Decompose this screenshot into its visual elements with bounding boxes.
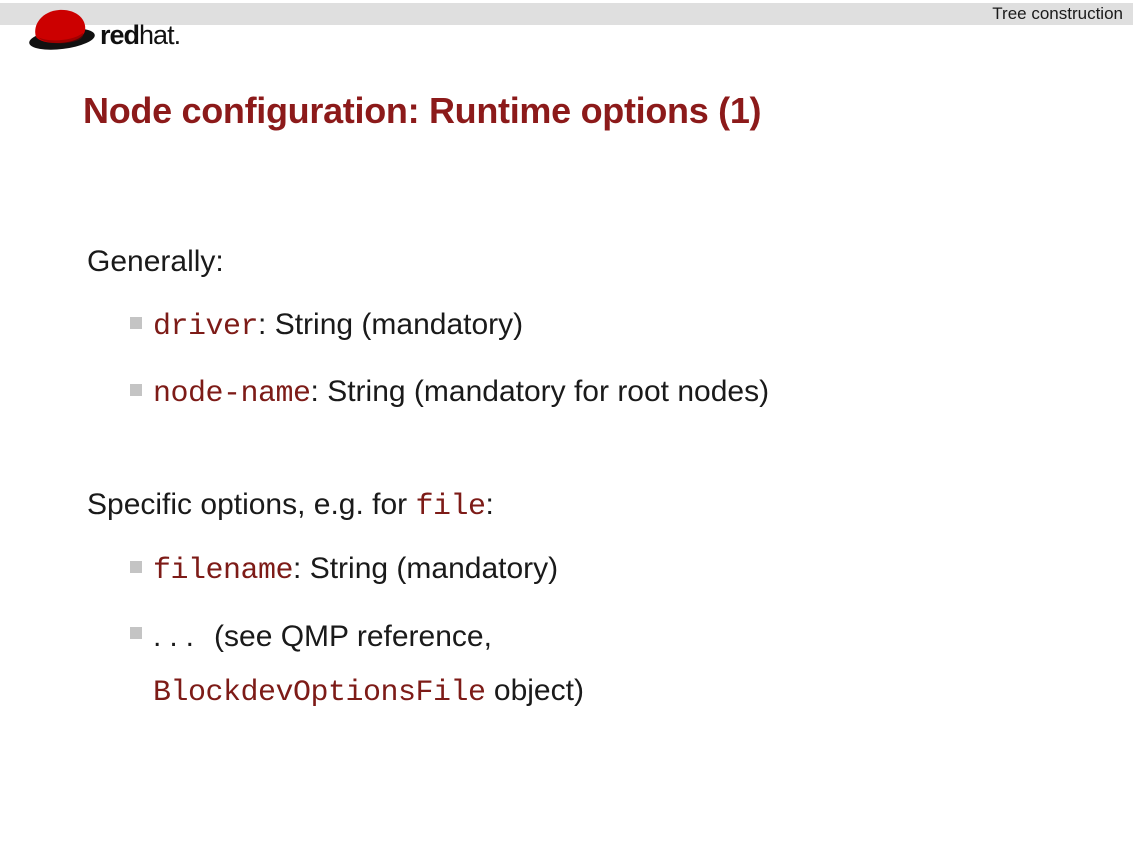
redhat-logo: redhat.: [26, 6, 181, 52]
keyword-filename: filename: [153, 554, 294, 588]
section-label: Tree construction: [992, 4, 1123, 23]
slide-title: Node configuration: Runtime options (1): [83, 90, 762, 131]
item-rest-text: : String (mandatory for root nodes): [310, 375, 770, 408]
list-item-see-reference: ... (see QMP reference, BlockdevOptionsFil…: [130, 610, 830, 720]
specific-post-text: :: [485, 488, 494, 521]
item-rest-text: : String (mandatory): [293, 552, 559, 585]
logo-word-hat: hat: [139, 20, 175, 50]
section-header-bar: Tree construction: [0, 3, 1133, 25]
list-item-node-name: node-name: String (mandatory for root no…: [130, 371, 769, 415]
square-bullet-icon: [130, 627, 142, 639]
square-bullet-icon: [130, 317, 142, 329]
logo-word-red: red: [100, 20, 140, 50]
specific-pre-text: Specific options, e.g. for: [87, 488, 416, 521]
redhat-fedora-icon: [26, 6, 98, 52]
paragraph-specific: Specific options, e.g. for file:: [87, 485, 494, 527]
redhat-logo-text: redhat.: [100, 20, 181, 52]
keyword-blockdev-options-file: BlockdevOptionsFile: [153, 676, 486, 710]
keyword-driver: driver: [153, 310, 259, 344]
paragraph-generally: Generally:: [87, 245, 224, 278]
item-line1-text: (see QMP reference,: [214, 620, 492, 653]
list-item-text: ... (see QMP reference, BlockdevOptionsFil…: [153, 610, 584, 720]
list-item-text: node-name: String (mandatory for root no…: [153, 371, 769, 415]
logo-period: .: [173, 20, 181, 50]
square-bullet-icon: [130, 384, 142, 396]
square-bullet-icon: [130, 561, 142, 573]
list-item-text: filename: String (mandatory): [153, 548, 558, 592]
list-item-driver: driver: String (mandatory): [130, 304, 523, 348]
item-rest-text: : String (mandatory): [258, 308, 524, 341]
item-rest-text: object): [485, 674, 584, 707]
ellipsis-text: ...: [153, 620, 203, 653]
list-item-text: driver: String (mandatory): [153, 304, 523, 348]
keyword-node-name: node-name: [153, 377, 311, 411]
list-item-filename: filename: String (mandatory): [130, 548, 558, 592]
keyword-file: file: [415, 490, 487, 524]
